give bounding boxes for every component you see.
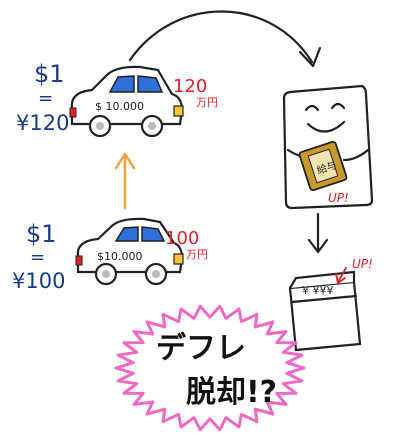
top-equals-label: = [38,88,53,109]
top-car-unit: 万円 [196,96,218,109]
bottom-yen-label: ¥100 [12,269,65,293]
burst-bubble-icon [114,304,306,432]
box-label: ¥ ¥¥¥ [302,284,334,297]
box-pointer-icon [335,267,347,285]
top-dollar-label: $1 [34,60,65,88]
bottom-car-unit: 万円 [186,248,208,261]
bottom-dollar-label: $1 [26,220,57,248]
person-up-badge: UP! [328,191,349,205]
bottom-car-plate: $10.000 [97,250,143,263]
down-arrow-icon [307,212,329,254]
top-car-price: 120 [173,76,207,97]
bottom-equals-label: = [30,247,45,268]
up-arrow-icon [114,152,136,210]
top-car-icon [69,65,184,138]
caption-line-2: 脱却!? [186,375,277,410]
top-yen-label: ¥120 [16,111,69,135]
salary-envelope-icon [298,140,348,192]
box-icon [288,270,362,352]
caption-line-1: デフレ [156,331,246,366]
curve-arrow-icon [128,10,322,68]
bottom-car-icon [75,217,184,286]
top-car-plate: $ 10.000 [95,100,144,113]
box-up-badge: UP! [352,257,373,271]
bottom-car-price: 100 [165,228,199,249]
